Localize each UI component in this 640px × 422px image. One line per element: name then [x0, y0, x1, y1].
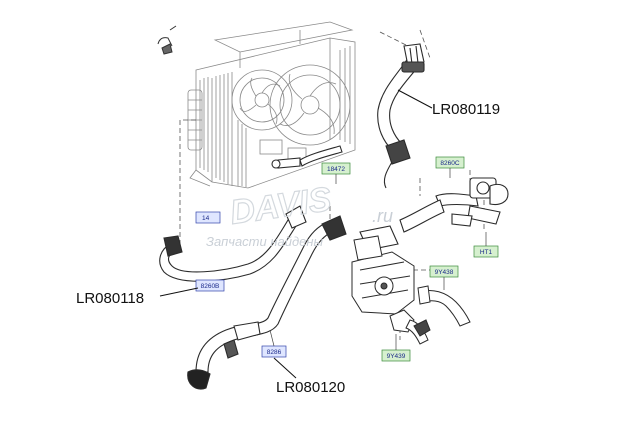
svg-text:14: 14	[202, 215, 210, 222]
watermark-tagline: Запчасти найдены	[206, 234, 324, 249]
leader-lr080118	[159, 287, 199, 297]
hose-lr080119	[377, 43, 425, 189]
tag-18472: 18472	[321, 162, 351, 175]
tag-ht1: HT1	[473, 245, 499, 258]
svg-text:8260B: 8260B	[201, 283, 220, 290]
hose-lr080118	[159, 145, 343, 282]
leader-lr080119	[397, 89, 433, 109]
tag-8286: 8286	[261, 345, 287, 358]
svg-text:9Y438: 9Y438	[435, 269, 454, 276]
svg-text:18472: 18472	[327, 166, 345, 173]
watermark-logo: DAVIS	[228, 180, 334, 232]
watermark-url: .ru	[372, 206, 393, 226]
tag-8260c: 8260C	[435, 156, 465, 169]
water-pump-assembly	[351, 235, 471, 345]
callout-lr080120: LR080120	[276, 379, 345, 396]
svg-text:HT1: HT1	[480, 249, 493, 256]
leader-lr080120	[273, 357, 297, 379]
svg-text:8260C: 8260C	[440, 160, 459, 167]
callout-lr080118: LR080118	[76, 290, 144, 307]
callout-lr080119: LR080119	[432, 101, 500, 118]
svg-text:9Y439: 9Y439	[387, 353, 406, 360]
clip-part	[157, 25, 177, 55]
callouts: LR080119 LR080118 LR080120	[76, 89, 500, 396]
tag-14: 14	[195, 211, 221, 224]
tag-9y438: 9Y438	[429, 265, 459, 278]
tag-8260b: 8260B	[195, 279, 225, 292]
tag-9y439: 9Y439	[381, 349, 411, 362]
hose-lr080120	[187, 215, 347, 390]
part-tags: 18472 8260C 14 HT1 9Y438 8260B 8286 9Y4	[195, 156, 499, 362]
svg-text:8286: 8286	[267, 349, 282, 356]
